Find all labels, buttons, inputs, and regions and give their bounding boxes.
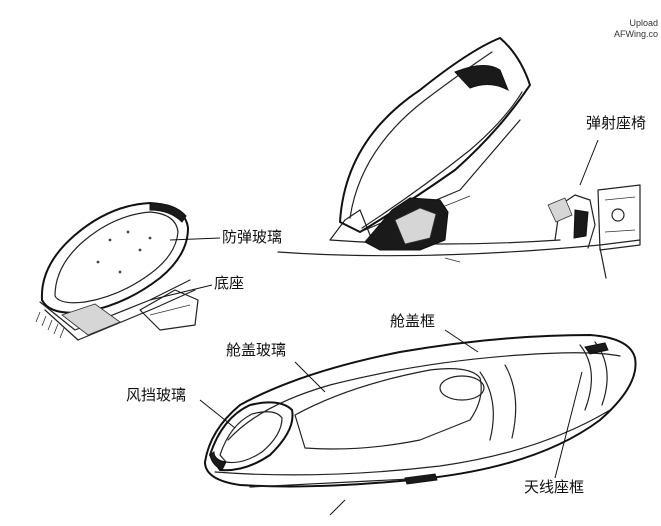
watermark: Upload AFWing.co	[600, 18, 658, 40]
label-canopy-glass: 舱盖玻璃	[226, 341, 287, 359]
open-canopy-drawing	[277, 37, 641, 279]
label-antenna-frame: 天线座框	[524, 478, 585, 496]
closed-canopy-drawing	[199, 329, 637, 516]
windshield-assembly-drawing	[35, 202, 221, 341]
label-ejection-seat: 弹射座椅	[586, 114, 647, 132]
label-base: 底座	[214, 274, 245, 292]
watermark-line-1: Upload	[629, 18, 658, 28]
label-bulletproof-glass: 防弹玻璃	[222, 228, 283, 246]
label-windshield-glass: 风挡玻璃	[126, 386, 187, 404]
label-canopy-frame: 舱盖框	[390, 312, 436, 330]
watermark-line-2: AFWing.co	[613, 29, 658, 39]
